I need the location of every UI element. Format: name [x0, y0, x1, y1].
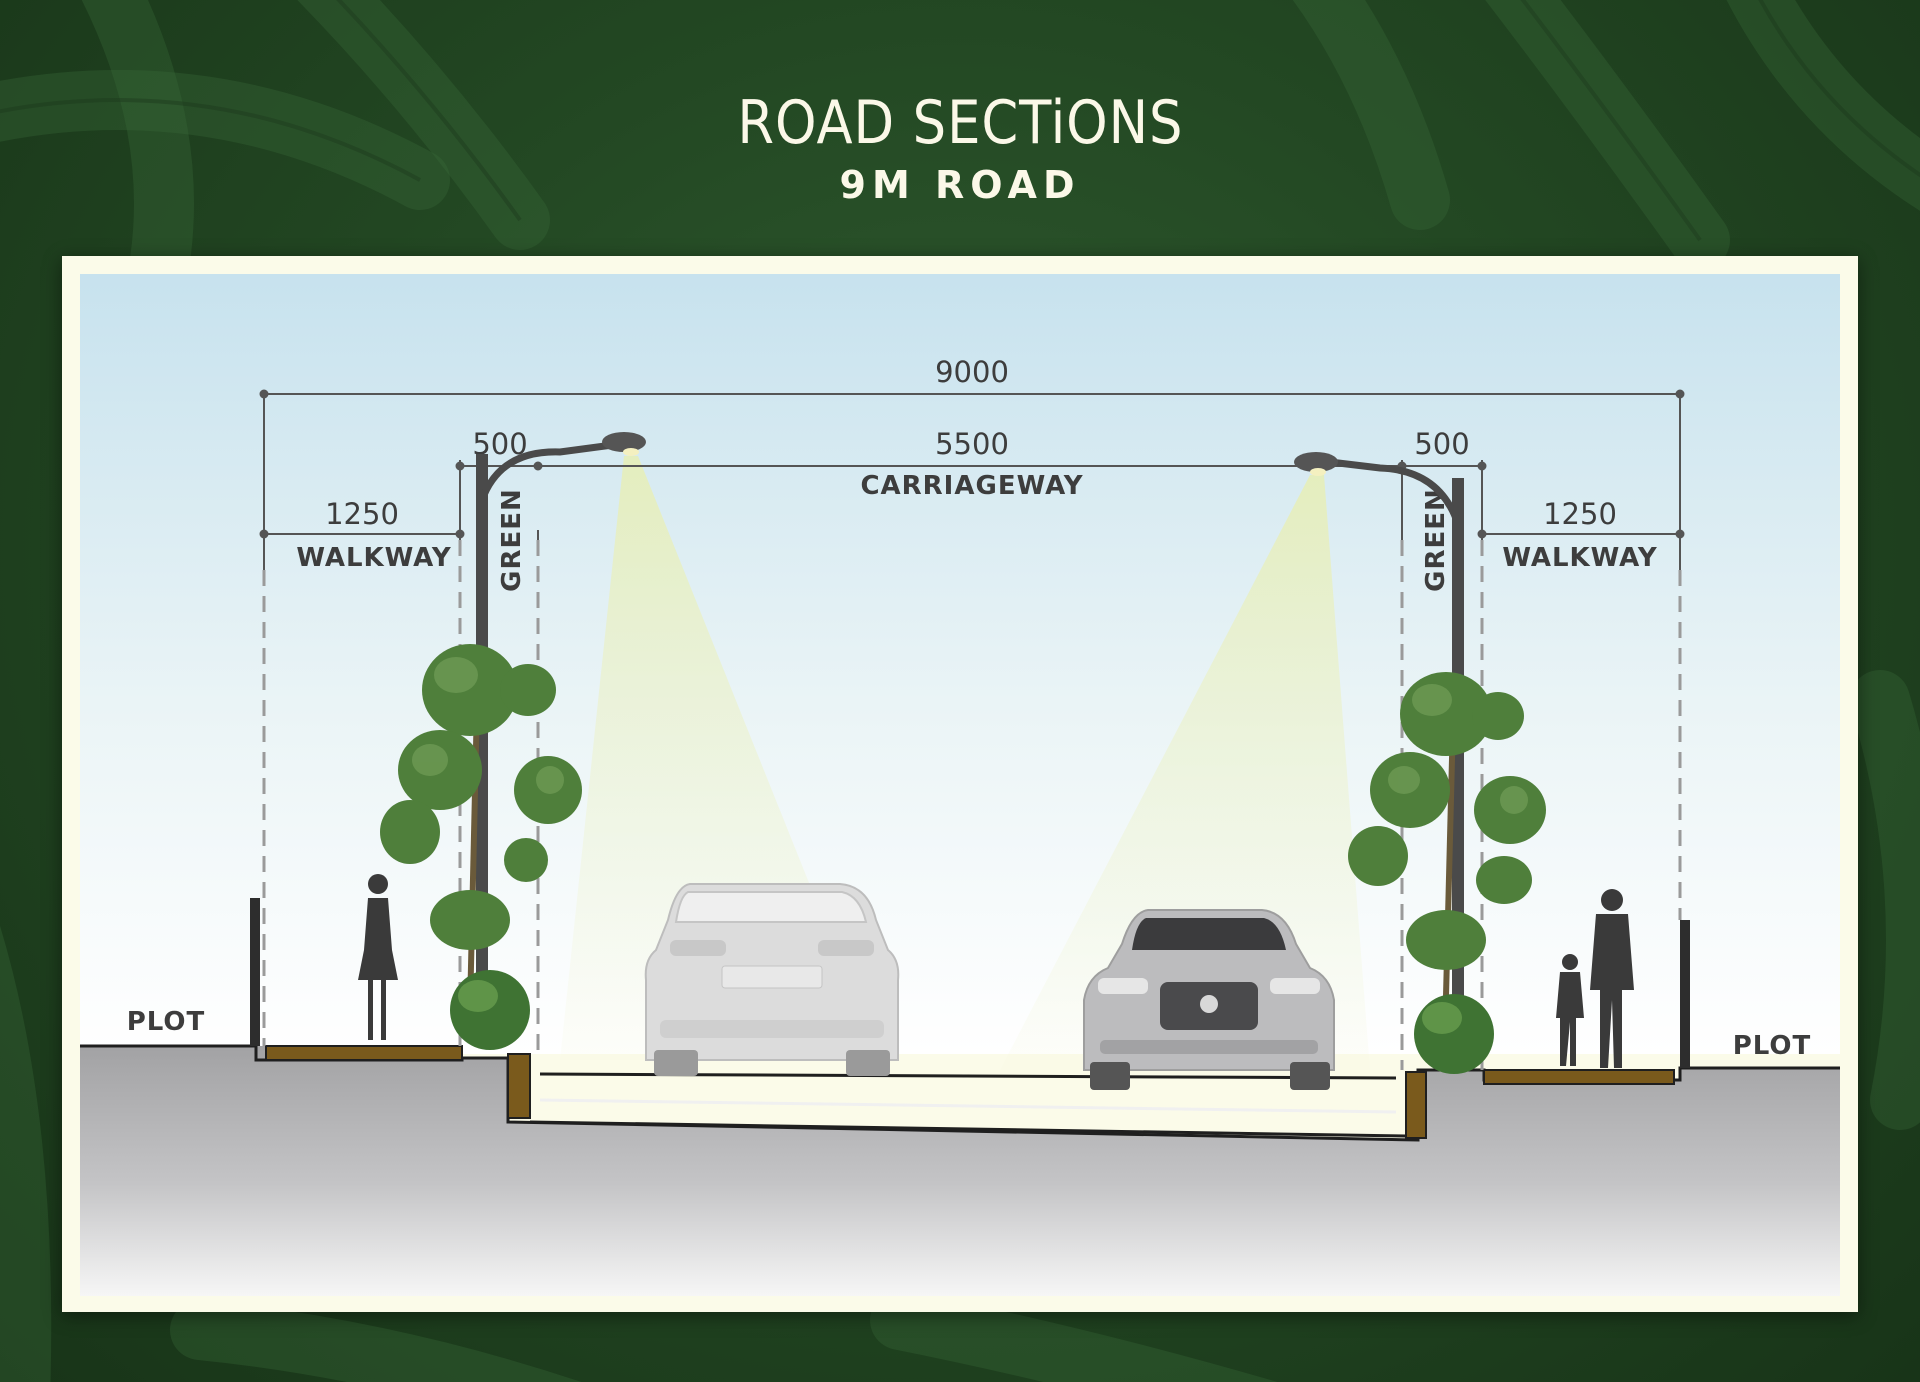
page-title: ROAD SECTiONS — [737, 88, 1183, 158]
dimension-walkway-left: 1250 — [325, 497, 399, 531]
sky — [80, 274, 1840, 1054]
pedestrian-child — [1556, 954, 1584, 1066]
car-sedan-rear — [644, 883, 900, 1076]
plot-wall-right — [1680, 920, 1690, 1068]
pedestrian-woman — [358, 874, 398, 1040]
curb-right — [1405, 1071, 1427, 1139]
tree-left — [380, 644, 582, 1011]
shrub-right — [1414, 994, 1494, 1074]
carriageway-base-line — [539, 1098, 1397, 1114]
curb-left — [507, 1053, 531, 1119]
carriageway-sub-base — [529, 1120, 1407, 1138]
dimension-carriageway: 5500 — [935, 427, 1009, 461]
label-carriageway: CARRIAGEWAY — [860, 471, 1083, 501]
road-section-diagram: 9000 500 5500 500 1250 1250 CARRIAGEWAY … — [80, 274, 1840, 1296]
label-walkway-right: WALKWAY — [1502, 543, 1657, 573]
plot-wall-left — [250, 898, 260, 1046]
walkway-paving-left — [265, 1045, 463, 1061]
tree-right — [1348, 672, 1546, 997]
dimension-green-right: 500 — [1414, 427, 1469, 461]
label-green-left: GREEN — [497, 488, 527, 592]
dimension-walkway-right: 1250 — [1543, 497, 1617, 531]
ground-section — [80, 1046, 1840, 1296]
label-walkway-left: WALKWAY — [296, 543, 451, 573]
page-subtitle: 9M ROAD — [839, 163, 1081, 207]
header: ROAD SECTiONS 9M ROAD — [0, 88, 1920, 208]
car-suv-front — [1083, 909, 1335, 1090]
label-plot-right: PLOT — [1733, 1031, 1812, 1061]
label-plot-left: PLOT — [127, 1007, 206, 1037]
dimension-total: 9000 — [935, 355, 1009, 389]
shrub-left — [450, 970, 530, 1050]
walkway-paving-right — [1483, 1069, 1675, 1085]
pedestrian-man — [1590, 889, 1634, 1068]
